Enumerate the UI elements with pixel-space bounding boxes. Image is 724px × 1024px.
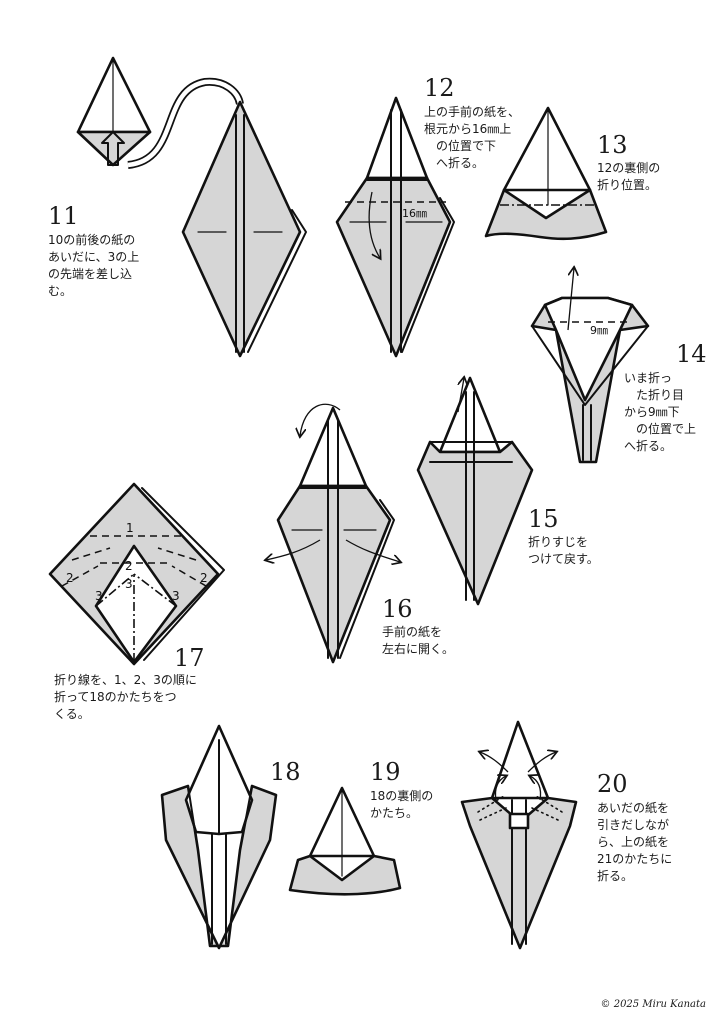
step-19-text: 18の裏側の かたち。 bbox=[370, 789, 434, 820]
step-11-number: 11 bbox=[48, 202, 79, 230]
fold-up-arrow-icon bbox=[567, 268, 574, 331]
step-15-figure bbox=[416, 378, 534, 606]
step-18-figure bbox=[160, 724, 278, 950]
step-11-text: 10の前後の紙の あいだに、3の上 の先端を差し込 む。 bbox=[48, 233, 140, 298]
fold-right-arrow-icon bbox=[530, 776, 542, 801]
step-16-number: 16 bbox=[382, 595, 413, 623]
copyright: © 2025 Miru Kanata bbox=[600, 999, 706, 1010]
step-13-figure bbox=[484, 106, 608, 241]
step-12-measure: 16㎜ bbox=[402, 207, 427, 220]
step-17-number: 17 bbox=[174, 644, 205, 672]
step-17-figure: 1 2 2 2 3 3 3 bbox=[48, 482, 225, 666]
flip-arrow-icon bbox=[300, 403, 341, 436]
step-17-text: 折り線を、1、2、3の順に 折って18のかたちをつ くる。 bbox=[54, 673, 197, 721]
insert-arrow-icon bbox=[101, 131, 125, 166]
open-right-arrow-icon bbox=[345, 539, 400, 562]
fold-order-label-3: 3 bbox=[125, 577, 133, 591]
step-20-number: 20 bbox=[597, 770, 628, 798]
step-20-figure bbox=[460, 720, 578, 950]
tall-diamond bbox=[181, 100, 307, 358]
step-13-text: 12の裏側の 折り位置。 bbox=[597, 161, 661, 192]
step-19-number: 19 bbox=[370, 758, 401, 786]
step-19-figure bbox=[288, 786, 402, 896]
step-14-number: 14 bbox=[676, 340, 707, 368]
step-13-number: 13 bbox=[597, 131, 628, 159]
fold-order-label-2: 2 bbox=[66, 571, 74, 585]
pull-out-left-arrow-icon bbox=[480, 752, 509, 773]
step-14-measure: 9㎜ bbox=[590, 324, 608, 337]
step-14-figure: 9㎜ bbox=[530, 268, 650, 464]
step-18-number: 18 bbox=[270, 758, 301, 786]
fold-order-label-2: 2 bbox=[200, 571, 208, 585]
fold-down-arrow-icon bbox=[368, 191, 380, 258]
pull-out-right-arrow-icon bbox=[527, 752, 556, 773]
fold-order-label-2: 2 bbox=[125, 559, 133, 573]
small-kite-piece bbox=[76, 56, 152, 167]
open-left-arrow-icon bbox=[266, 539, 321, 560]
step-12-text: 上の手前の紙を、 根元から16㎜上 の位置で下 へ折る。 bbox=[424, 105, 521, 170]
step-20-text: あいだの紙を 引きだしなが ら、上の紙を 21のかたちに 折る。 bbox=[597, 801, 673, 883]
step-15-number: 15 bbox=[528, 505, 559, 533]
step-16-text: 手前の紙を 左右に開く。 bbox=[382, 625, 455, 656]
fold-left-arrow-icon bbox=[494, 776, 506, 801]
step-15-text: 折りすじを つけて戻す。 bbox=[528, 535, 599, 566]
step-12-number: 12 bbox=[424, 74, 455, 102]
step-14-text: いま折っ た折り目 から9㎜下 の位置で上 へ折る。 bbox=[624, 371, 697, 453]
step-11-figure bbox=[76, 56, 307, 358]
step-12-figure: 16㎜ bbox=[335, 96, 455, 358]
unfold-arrow-icon bbox=[457, 378, 464, 413]
fold-order-label-3: 3 bbox=[172, 589, 180, 603]
fold-order-label-1: 1 bbox=[126, 521, 134, 535]
fold-order-label-3: 3 bbox=[95, 589, 103, 603]
step-16-figure bbox=[266, 403, 400, 664]
